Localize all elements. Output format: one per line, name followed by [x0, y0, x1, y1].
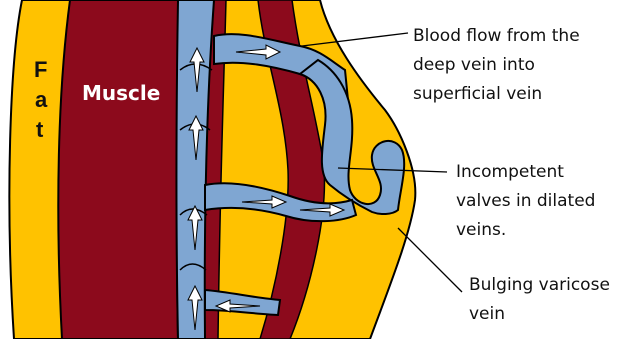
muscle: [58, 0, 184, 339]
blood-flow-label: Blood flow from the deep vein into super…: [413, 22, 580, 109]
fat-letter-f: F: [34, 57, 47, 82]
muscle-label: Muscle: [82, 81, 160, 105]
incompetent-valves-label: Incompetent valves in dilated veins.: [456, 158, 595, 245]
fat-letter-t: t: [36, 117, 44, 142]
fat-letter-a: a: [35, 87, 48, 112]
bulging-vein-label: Bulging varicose vein: [469, 271, 610, 329]
